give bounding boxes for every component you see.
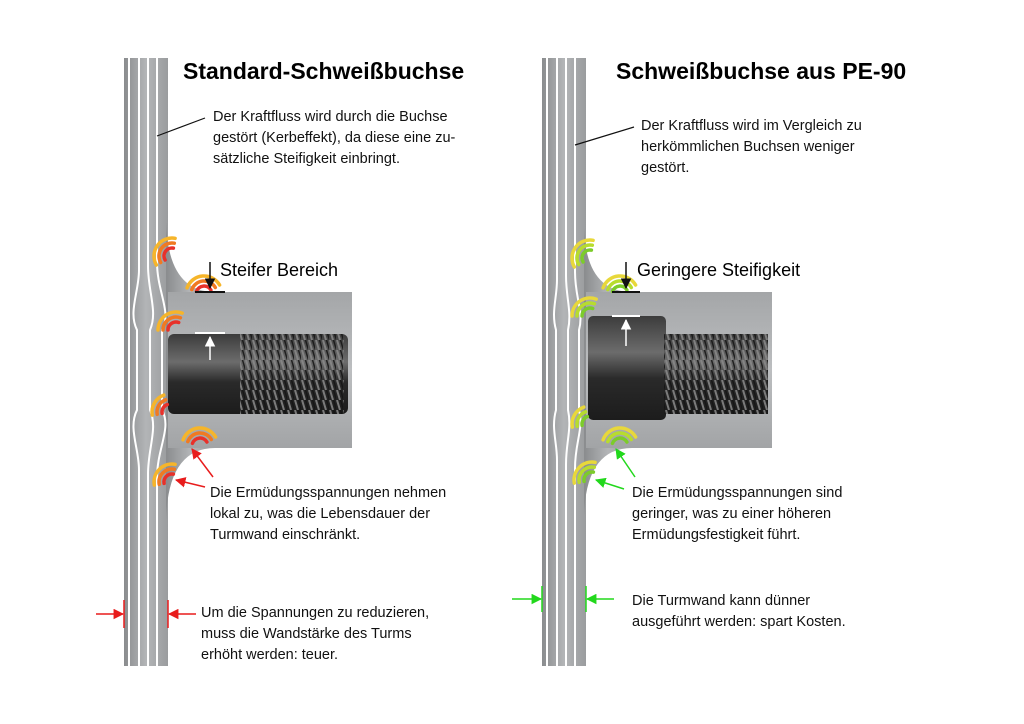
stress-arc	[194, 284, 213, 294]
stress-arc	[575, 410, 588, 429]
stress-arc	[572, 460, 597, 485]
note-line: Die Turmwand kann dünner	[632, 593, 811, 609]
stress-arc	[580, 248, 594, 264]
stress-arc	[161, 315, 183, 332]
stress-arc	[157, 467, 177, 487]
stress-arc	[577, 465, 597, 485]
left-tower-wall	[124, 58, 168, 666]
note-line: Die Ermüdungsspannungen nehmen	[210, 485, 447, 501]
stress-arc	[190, 436, 209, 446]
right-panel-title: Schweißbuchse aus PE-90	[616, 58, 907, 84]
right-flow-line	[553, 58, 558, 666]
note-line: gestört.	[641, 160, 690, 176]
stress-arc	[582, 470, 596, 484]
stress-arc	[570, 405, 586, 429]
stress-marker	[150, 393, 170, 417]
stress-arc	[162, 246, 176, 262]
right-fatigue-arrow	[595, 477, 625, 490]
right-bushing-thread	[664, 334, 768, 414]
stress-marker	[570, 238, 595, 269]
stress-arc	[610, 436, 629, 446]
stress-arc	[186, 431, 214, 444]
right-cross-section	[512, 58, 772, 666]
note-line: Ermüdungsfestigkeit führt.	[632, 527, 801, 543]
stress-arc	[601, 426, 638, 442]
right-fatigue-note: Die Ermüdungsspannungen sind geringer, w…	[632, 483, 842, 546]
stress-arc	[580, 414, 590, 428]
left-panel-title: Standard-Schweißbuchse	[183, 58, 465, 84]
stress-marker	[572, 460, 597, 485]
note-line: geringer, was zu einer höheren	[632, 506, 832, 522]
stress-arc	[152, 236, 177, 267]
left-fatigue-arrow	[174, 477, 206, 488]
left-bushing-thread	[240, 334, 344, 414]
right-flow-note: Der Kraftfluss wird im Vergleich zu herk…	[641, 116, 862, 179]
stress-arc	[166, 320, 181, 332]
note-line: Turmwand einschränkt.	[210, 527, 361, 543]
note-line: muss die Wandstärke des Turms	[201, 626, 412, 642]
note-line: erhöht werden: teuer.	[201, 647, 339, 663]
note-line: ausgeführt werden: spart Kosten.	[632, 614, 846, 630]
stress-arc	[601, 274, 638, 290]
stress-arc	[155, 398, 168, 417]
stress-arc	[162, 472, 176, 486]
stress-arc	[160, 402, 170, 416]
stress-marker	[570, 296, 598, 318]
note-line: Der Kraftfluss wird durch die Buchse	[213, 109, 448, 125]
left-flow-leader	[156, 117, 206, 137]
right-flow-line	[574, 58, 582, 666]
left-cross-section	[96, 58, 352, 666]
stress-arc	[606, 431, 634, 444]
stress-marker	[570, 405, 590, 429]
note-line: Die Ermüdungsspannungen sind	[632, 485, 843, 501]
stress-arc	[580, 306, 595, 318]
stress-arc	[570, 238, 595, 269]
stress-arc	[570, 296, 598, 318]
stress-marker	[601, 274, 638, 294]
note-line: Um die Spannungen zu reduzieren,	[201, 605, 430, 621]
left-flow-line	[156, 58, 167, 666]
left-flow-line	[132, 58, 140, 666]
left-fatigue-arrow	[191, 448, 214, 478]
stress-marker	[152, 236, 177, 267]
right-wall-note: Die Turmwand kann dünner ausgeführt werd…	[632, 591, 846, 633]
stress-arc	[610, 284, 629, 294]
right-flow-line	[565, 58, 571, 666]
stress-marker	[156, 310, 184, 332]
left-flow-line	[147, 58, 155, 666]
note-line: sätzliche Steifigkeit einbringt.	[213, 151, 400, 167]
stress-marker	[181, 426, 218, 446]
left-wall-note: Um die Spannungen zu reduzieren, muss di…	[201, 603, 429, 666]
left-zone-label: Steifer Bereich	[220, 260, 339, 280]
note-line: gestört (Kerbeffekt), da diese eine zu-	[213, 130, 456, 146]
note-line: herkömmlichen Buchsen weniger	[641, 139, 855, 155]
left-flow-note: Der Kraftfluss wird durch die Buchse ges…	[213, 107, 455, 170]
stress-arc	[152, 462, 177, 487]
stress-arc	[157, 241, 177, 265]
stress-arc	[575, 243, 595, 267]
right-bushing-bore	[588, 316, 666, 420]
right-flow-leader	[574, 126, 635, 146]
right-fatigue-arrow	[615, 448, 636, 478]
stress-arc	[156, 310, 184, 332]
stress-marker	[185, 274, 222, 294]
stress-arc	[181, 426, 218, 442]
stress-marker	[152, 462, 177, 487]
stress-arc	[185, 274, 222, 290]
stress-arc	[150, 393, 166, 417]
note-line: lokal zu, was die Lebensdauer der	[210, 506, 431, 522]
left-fatigue-note: Die Ermüdungsspannungen nehmen lokal zu,…	[210, 483, 446, 546]
stress-arc	[575, 301, 597, 318]
note-line: Der Kraftfluss wird im Vergleich zu	[641, 118, 862, 134]
stress-marker	[601, 426, 638, 446]
right-zone-label: Geringere Steifigkeit	[637, 260, 801, 280]
